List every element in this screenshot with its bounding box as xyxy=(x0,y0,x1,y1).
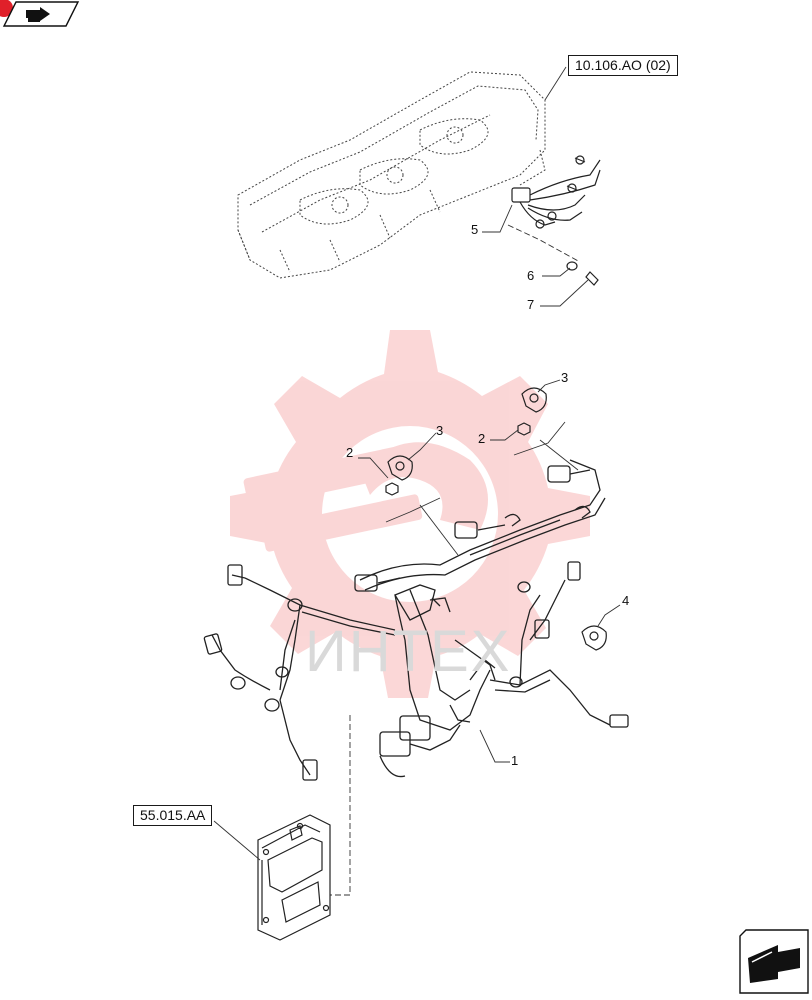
callout-1: 1 xyxy=(511,753,519,768)
callout-6: 6 xyxy=(527,268,535,283)
clamps-and-nuts xyxy=(385,387,607,651)
callout-3a: 3 xyxy=(436,423,444,438)
callout-5: 5 xyxy=(471,222,479,237)
callout-7: 7 xyxy=(527,297,535,312)
leader-lines-main xyxy=(358,379,621,763)
callout-3b: 3 xyxy=(561,370,569,385)
guide-lines-lower xyxy=(330,715,351,896)
reference-label-bottom[interactable]: 55.015.AA xyxy=(133,805,213,826)
leader-lines-upper xyxy=(482,66,589,307)
previous-page-icon[interactable] xyxy=(0,0,80,27)
seal-and-screw xyxy=(566,261,599,286)
reference-label-top[interactable]: 10.106.AO (02) xyxy=(568,55,678,76)
main-wiring-harness xyxy=(203,459,629,781)
engine-head-outline xyxy=(237,71,546,279)
callout-4: 4 xyxy=(622,593,630,608)
injector-harness xyxy=(511,155,601,229)
next-page-icon[interactable] xyxy=(739,929,809,994)
callout-2b: 2 xyxy=(478,431,486,446)
watermark-text: ИНТЕХ xyxy=(305,619,512,684)
callout-2a: 2 xyxy=(346,445,354,460)
guide-lines-upper xyxy=(507,224,581,263)
engine-control-unit xyxy=(257,814,331,941)
leader-ecu xyxy=(213,820,261,861)
